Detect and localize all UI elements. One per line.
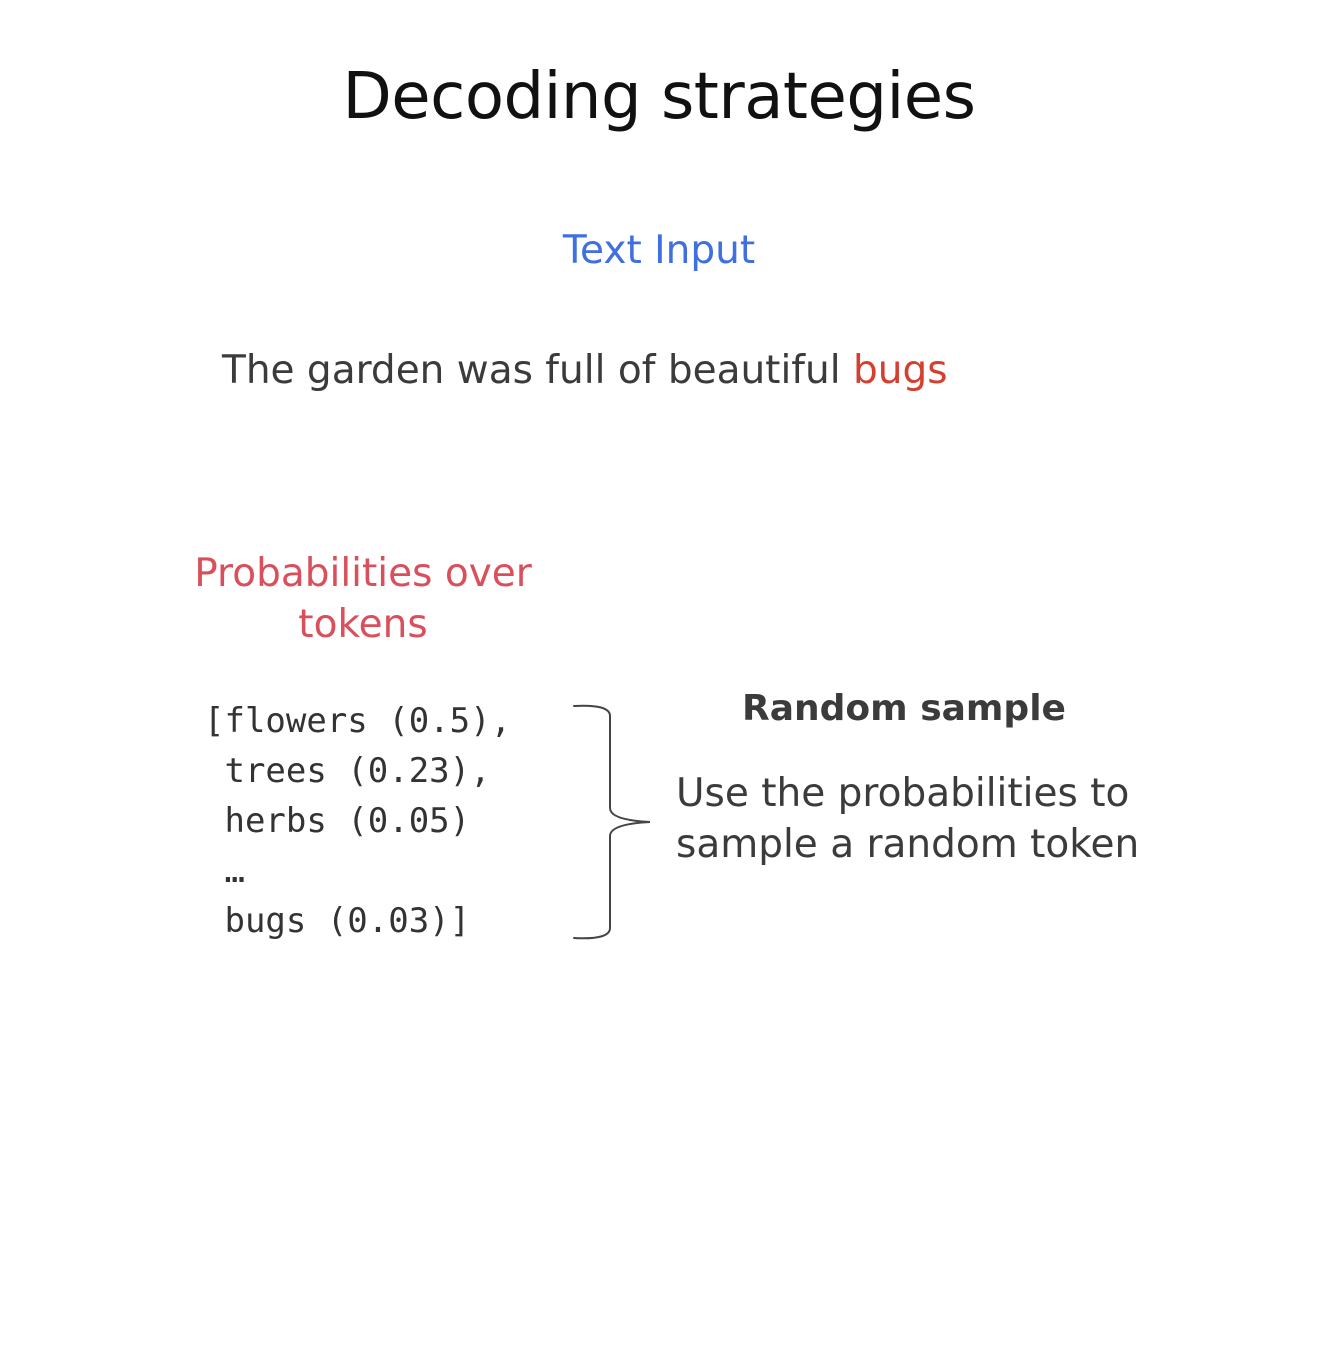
input-sentence: The garden was full of beautiful bugs [222,348,948,393]
method-description: Use the probabilities to sample a random… [676,771,1140,867]
text-input-label: Text Input [562,228,756,273]
token-line: herbs (0.05) [204,801,471,841]
token-probability-list: [flowers (0.5), trees (0.23), herbs (0.0… [204,696,511,946]
slide-title: Decoding strategies [342,60,977,134]
token-line: … [204,851,245,891]
token-line: [flowers (0.5), [204,701,512,741]
probabilities-heading: Probabilities over tokens [194,551,532,647]
brace-path [573,704,651,940]
method-title: Random sample [742,688,1066,729]
token-line: bugs (0.03)] [204,901,471,941]
highlighted-token: bugs [853,348,948,393]
sentence-prefix: The garden was full of beautiful [222,348,853,393]
token-line: trees (0.23), [204,751,491,791]
right-curly-brace [573,704,651,940]
